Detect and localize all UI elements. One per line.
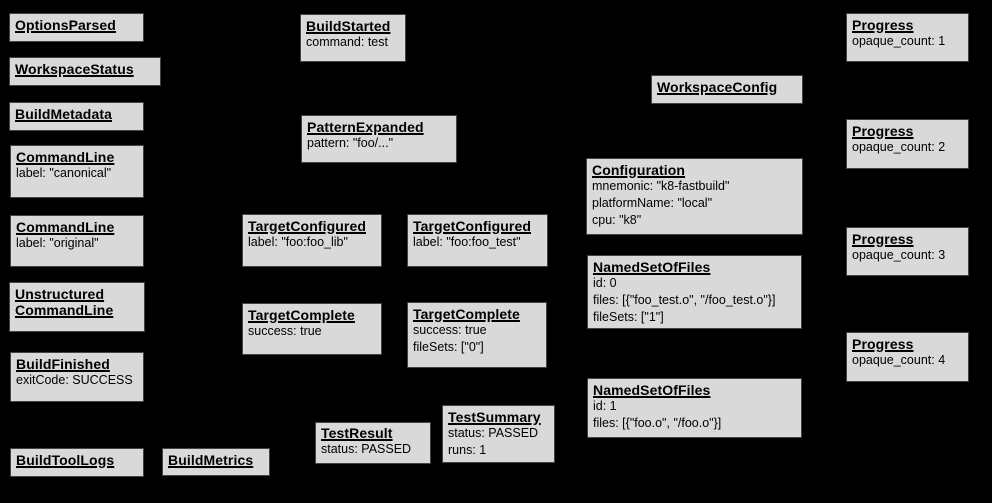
event-attribute: platformName: "local" (592, 195, 713, 210)
event-box-options-parsed: OptionsParsed (9, 13, 144, 42)
event-box-progress-2: Progress opaque_count: 2 (846, 119, 969, 169)
event-box-named-set-of-files-1: NamedSetOfFiles id: 1 files: [{"foo.o", … (587, 378, 802, 438)
event-title: BuildStarted (306, 18, 391, 34)
event-box-test-result: TestResult status: PASSED (315, 422, 431, 464)
event-box-target-complete-test: TargetComplete success: true fileSets: [… (407, 302, 547, 368)
event-title: BuildFinished (16, 356, 110, 372)
event-title: TestResult (321, 425, 393, 441)
event-box-pattern-expanded: PatternExpanded pattern: "foo/..." (301, 115, 457, 163)
event-attribute: fileSets: ["1"] (593, 309, 664, 324)
event-title: TestSummary (448, 409, 541, 425)
event-attribute: pattern: "foo/..." (307, 136, 394, 151)
event-box-workspace-config: WorkspaceConfig (651, 75, 803, 104)
event-box-progress-1: Progress opaque_count: 1 (846, 13, 969, 62)
event-title: WorkspaceConfig (657, 79, 778, 95)
event-box-target-configured-foo-test: TargetConfigured label: "foo:foo_test" (407, 214, 548, 267)
event-box-configuration: Configuration mnemonic: "k8-fastbuild" p… (586, 158, 803, 235)
event-title: CommandLine (16, 219, 115, 235)
event-box-progress-3: Progress opaque_count: 3 (846, 227, 969, 276)
event-title: BuildMetrics (168, 452, 254, 468)
event-box-progress-4: Progress opaque_count: 4 (846, 332, 969, 382)
event-box-unstructured-command-line: Unstructured CommandLine (9, 282, 145, 332)
event-title: BuildToolLogs (16, 452, 115, 468)
event-attribute: status: PASSED (448, 426, 539, 441)
event-title: OptionsParsed (15, 17, 116, 33)
event-title: TargetConfigured (413, 218, 532, 234)
event-title: Progress (852, 231, 914, 247)
event-title: TargetComplete (248, 307, 355, 323)
event-title: NamedSetOfFiles (593, 259, 711, 275)
event-title: BuildMetadata (15, 106, 112, 122)
event-attribute: mnemonic: "k8-fastbuild" (592, 179, 730, 194)
event-box-target-configured-foo-lib: TargetConfigured label: "foo:foo_lib" (242, 214, 382, 267)
event-title: CommandLine (16, 149, 115, 165)
event-attribute: opaque_count: 2 (852, 140, 946, 155)
event-attribute: command: test (306, 35, 388, 50)
event-attribute: exitCode: SUCCESS (16, 373, 133, 388)
event-attribute: opaque_count: 1 (852, 34, 946, 49)
event-attribute: fileSets: ["0"] (413, 339, 484, 354)
event-box-named-set-of-files-0: NamedSetOfFiles id: 0 files: [{"foo_test… (587, 255, 802, 329)
event-box-workspace-status: WorkspaceStatus (9, 57, 161, 86)
event-attribute: label: "foo:foo_lib" (248, 235, 348, 250)
event-box-build-tool-logs: BuildToolLogs (10, 448, 144, 477)
event-attribute: success: true (413, 323, 487, 338)
event-box-command-line-canonical: CommandLine label: "canonical" (10, 145, 144, 198)
event-attribute: id: 1 (593, 399, 617, 414)
event-attribute: runs: 1 (448, 442, 487, 457)
event-title: WorkspaceStatus (15, 61, 134, 77)
event-box-build-metadata: BuildMetadata (9, 102, 144, 131)
event-attribute: opaque_count: 3 (852, 248, 946, 263)
event-title: Configuration (592, 162, 686, 178)
event-attribute: files: [{"foo_test.o", "/foo_test.o"}] (593, 292, 776, 307)
event-box-build-metrics: BuildMetrics (162, 448, 270, 476)
event-title: Unstructured CommandLine (15, 286, 114, 319)
event-box-build-started: BuildStarted command: test (300, 14, 406, 62)
event-title: Progress (852, 123, 914, 139)
event-box-build-finished: BuildFinished exitCode: SUCCESS (10, 352, 144, 402)
event-title: PatternExpanded (307, 119, 424, 135)
event-attribute: label: "foo:foo_test" (413, 235, 521, 250)
event-attribute: status: PASSED (321, 442, 412, 457)
event-attribute: label: "canonical" (16, 166, 112, 181)
event-box-test-summary: TestSummary status: PASSED runs: 1 (442, 405, 555, 463)
event-attribute: success: true (248, 324, 322, 339)
event-attribute: label: "original" (16, 236, 99, 251)
event-title: TargetComplete (413, 306, 520, 322)
event-attribute: files: [{"foo.o", "/foo.o"}] (593, 415, 722, 430)
event-title: TargetConfigured (248, 218, 367, 234)
event-box-command-line-original: CommandLine label: "original" (10, 215, 144, 267)
event-title: Progress (852, 336, 914, 352)
event-attribute: id: 0 (593, 276, 617, 291)
event-box-target-complete-lib: TargetComplete success: true (242, 303, 382, 355)
event-attribute: opaque_count: 4 (852, 353, 946, 368)
event-title: Progress (852, 17, 914, 33)
event-attribute: cpu: "k8" (592, 212, 642, 227)
event-title: NamedSetOfFiles (593, 382, 711, 398)
